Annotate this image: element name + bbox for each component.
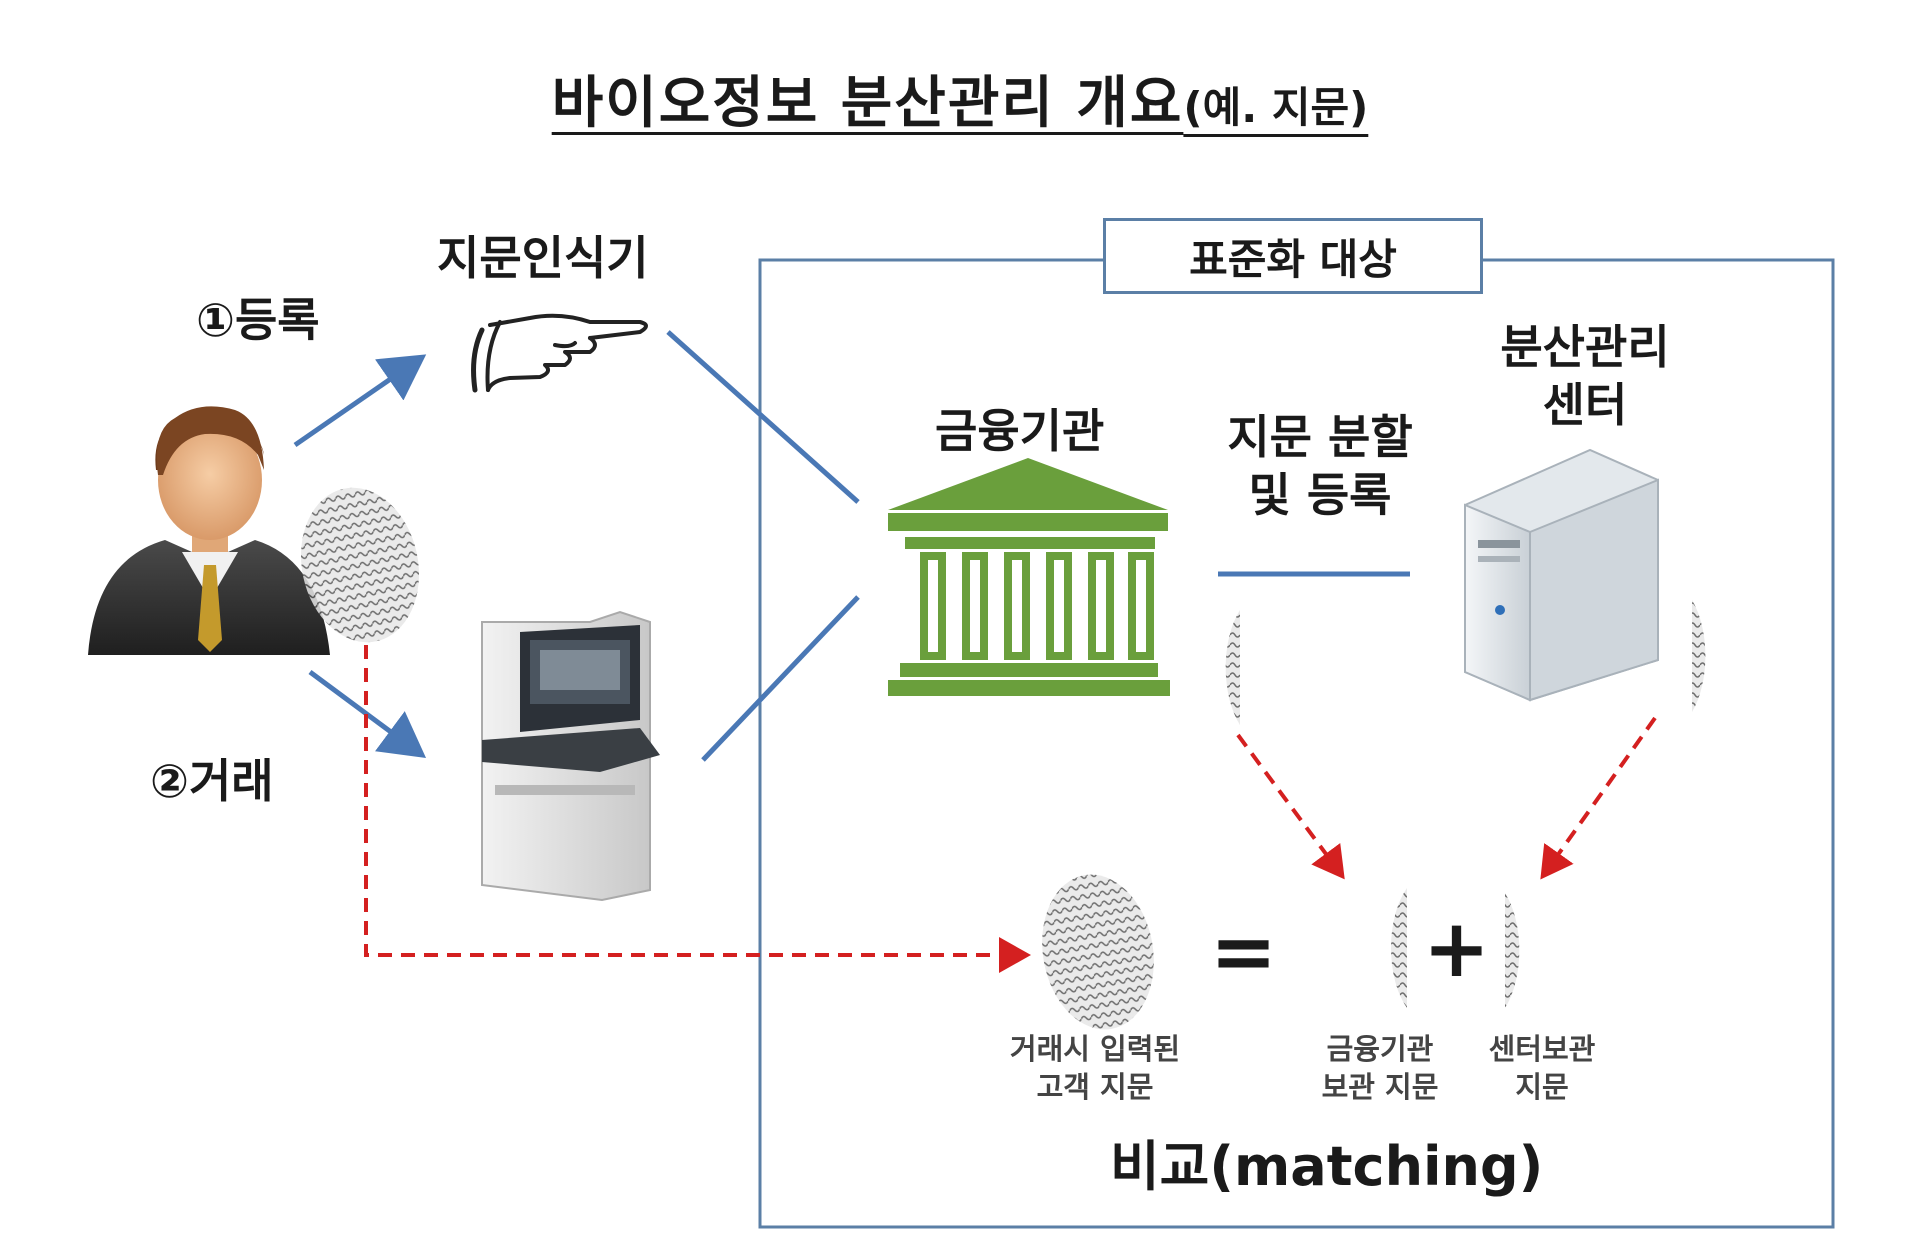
center-stored-fingerprint <box>1505 893 1520 1008</box>
distributed-center-label: 분산관리 센터 <box>1455 318 1715 434</box>
diagram-title: 바이오정보 분산관리 개요(예. 지문) <box>0 58 1920 139</box>
center-fp-caption: 센터보관 지문 <box>1462 1030 1622 1106</box>
center-fp-caption-line2: 지문 <box>1515 1070 1569 1104</box>
standardization-target-box: 표준화 대상 <box>1103 218 1483 294</box>
split-register-label: 지문 분할 및 등록 <box>1195 408 1445 524</box>
input-fp-caption-line2: 고객 지문 <box>1036 1070 1154 1104</box>
bank-fp-dashed-arrow <box>1236 733 1345 880</box>
bank-fp-caption-line2: 보관 지문 <box>1321 1070 1439 1104</box>
distributed-center-line2: 센터 <box>1542 378 1628 432</box>
center-fp-dashed-arrow <box>1540 716 1657 880</box>
bank-building-icon <box>888 458 1170 696</box>
server-icon <box>1464 448 1659 702</box>
center-half-fingerprint <box>1692 600 1706 712</box>
plus-sign: + <box>1423 902 1491 995</box>
transaction-arrow <box>308 669 427 758</box>
bank-fp-caption: 금융기관 보관 지문 <box>1300 1030 1460 1106</box>
register-arrow <box>293 354 427 448</box>
input-fp-caption-line1: 거래시 입력된 <box>1009 1032 1181 1066</box>
atm-icon <box>481 610 660 902</box>
distributed-center-line1: 분산관리 <box>1500 320 1670 374</box>
equals-sign: = <box>1210 905 1278 998</box>
reader-to-bank-line <box>666 330 860 504</box>
title-main: 바이오정보 분산관리 개요 <box>551 71 1184 136</box>
center-fp-caption-line1: 센터보관 <box>1488 1032 1596 1066</box>
register-label: ①등록 <box>196 293 320 347</box>
financial-institution-label: 금융기관 <box>935 404 1105 458</box>
split-register-line2: 및 등록 <box>1248 468 1392 522</box>
bank-half-fingerprint <box>1225 610 1240 725</box>
fingerprint-icon <box>300 487 420 643</box>
hand-pointing-icon <box>471 313 648 393</box>
standardization-target-label: 표준화 대상 <box>1189 234 1397 284</box>
bank-fp-caption-line1: 금융기관 <box>1326 1032 1434 1066</box>
fingerprint-reader-label: 지문인식기 <box>437 231 649 285</box>
split-register-line1: 지문 분할 <box>1227 410 1413 464</box>
input-fp-dashed-arrow <box>364 645 1031 973</box>
matching-label: 비교(matching) <box>1110 1135 1544 1198</box>
input-fingerprint <box>1042 874 1154 1030</box>
person-icon <box>88 406 330 655</box>
input-fp-caption: 거래시 입력된 고객 지문 <box>985 1030 1205 1106</box>
title-sub: (예. 지문) <box>1183 83 1369 132</box>
atm-to-bank-line <box>701 595 860 762</box>
bank-stored-fingerprint <box>1390 888 1407 1008</box>
transaction-label: ②거래 <box>150 754 274 808</box>
